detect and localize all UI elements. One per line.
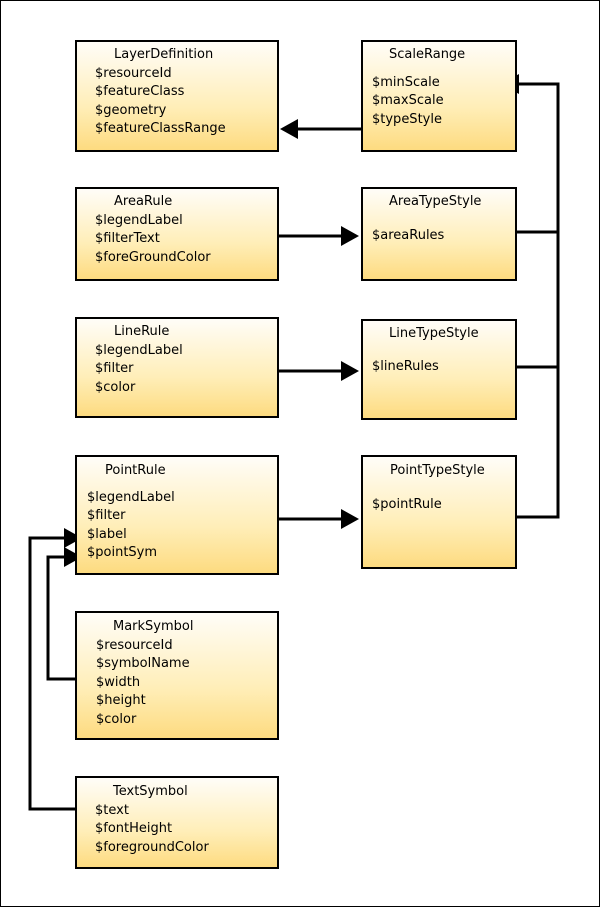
arrowhead-right-icon xyxy=(64,528,82,548)
field: $height xyxy=(96,693,146,708)
field: $foregroundColor xyxy=(95,839,209,855)
arrowhead-right-icon xyxy=(341,226,359,246)
field: $typeStyle xyxy=(372,111,442,127)
layer-definition-box: LayerDefinition $resourceId $featureClas… xyxy=(75,40,279,152)
mark-symbol-box: MarkSymbol $resourceId $symbolName $widt… xyxy=(75,611,279,740)
area-rule-box: AreaRule $legendLabel $filterText $foreG… xyxy=(75,187,279,281)
field: $geometry xyxy=(95,102,167,118)
box-title: PointRule xyxy=(105,463,166,478)
connector-textsymbol-label xyxy=(28,536,75,811)
field: $featureClassRange xyxy=(95,121,226,136)
point-rule-box: PointRule $legendLabel $filter $label $p… xyxy=(75,455,279,575)
field: $filter xyxy=(87,508,126,523)
box-title: MarkSymbol xyxy=(113,619,194,634)
field: $symbolName xyxy=(96,656,190,671)
area-type-style-box: AreaTypeStyle $areaRules xyxy=(361,187,517,281)
box-title: TextSymbol xyxy=(113,784,188,799)
field: $resourceId xyxy=(95,65,172,81)
connector-marksymbol-pointsym xyxy=(46,555,75,681)
line-type-style-box: LineTypeStyle $lineRules xyxy=(361,319,517,420)
field: $foreGroundColor xyxy=(95,249,211,265)
field: $resourceId xyxy=(96,637,173,653)
field: $maxScale xyxy=(372,93,444,108)
box-title: AreaRule xyxy=(114,194,173,209)
text-symbol-box: TextSymbol $text $fontHeight $foreground… xyxy=(75,776,279,869)
box-title: LineRule xyxy=(114,324,170,339)
field: $filterText xyxy=(95,231,160,246)
point-type-style-box: PointTypeStyle $pointRule xyxy=(361,455,517,569)
box-title: LayerDefinition xyxy=(114,47,214,62)
box-title: AreaTypeStyle xyxy=(389,194,482,209)
box-title: LineTypeStyle xyxy=(389,326,479,341)
connector-typestyles-scalerange xyxy=(516,82,560,519)
field: $legendLabel xyxy=(95,212,183,228)
field: $legendLabel xyxy=(95,342,183,358)
field: $text xyxy=(95,802,129,818)
arrowhead-right-icon xyxy=(341,361,359,381)
field: $pointRule xyxy=(372,496,442,512)
field: $color xyxy=(96,711,137,727)
field: $color xyxy=(95,379,136,395)
field: $featureClass xyxy=(95,84,185,99)
field: $minScale xyxy=(372,74,440,90)
arrowhead-right-icon xyxy=(64,547,82,567)
field: $fontHeight xyxy=(95,821,173,836)
field: $width xyxy=(96,674,141,690)
field: $legendLabel xyxy=(87,489,175,505)
box-title: ScaleRange xyxy=(389,47,466,62)
field: $filter xyxy=(95,361,134,376)
arrowhead-right-icon xyxy=(341,509,359,529)
box-title: PointTypeStyle xyxy=(390,463,485,478)
line-rule-box: LineRule $legendLabel $filter $color xyxy=(75,317,279,418)
field: $areaRules xyxy=(372,227,445,243)
field: $lineRules xyxy=(372,358,439,374)
field: $label xyxy=(87,526,127,542)
field: $pointSym xyxy=(87,545,158,560)
scale-range-box: ScaleRange $minScale $maxScale $typeStyl… xyxy=(361,40,517,152)
arrowhead-left-icon xyxy=(280,119,298,139)
